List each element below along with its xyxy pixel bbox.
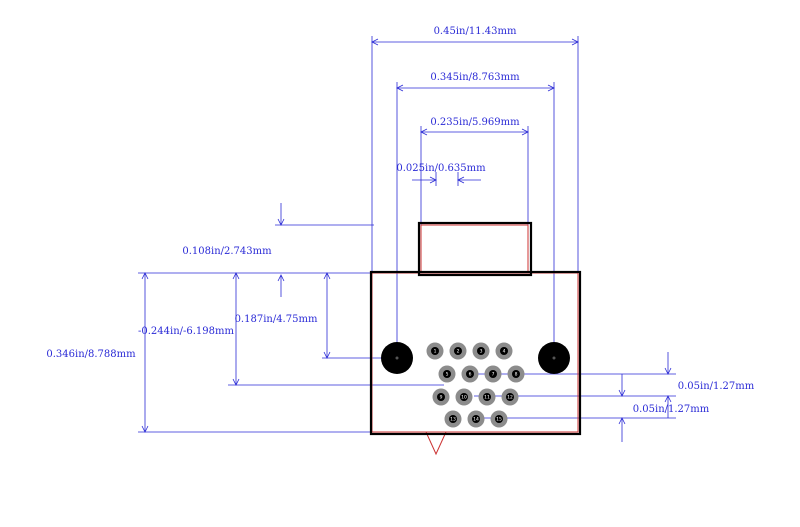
pin-drill-13 [449, 415, 457, 423]
dim-hole-offset-label: -0.244in/-6.198mm [138, 326, 235, 337]
pin-drill-15 [495, 415, 503, 423]
mounting-holes [381, 342, 570, 374]
pin-number-11: 11 [484, 395, 490, 401]
dim-pin-pitch-label: 0.025in/0.635mm [396, 163, 486, 174]
pin-drill-14 [472, 415, 480, 423]
dim-hole-spacing-label: 0.345in/8.763mm [430, 72, 520, 83]
dim-row-offset-label: 0.187in/4.75mm [235, 314, 318, 325]
pin-number-13: 13 [450, 417, 456, 423]
dim-overall-width-label: 0.45in/11.43mm [434, 26, 517, 37]
pin-number-14: 14 [473, 417, 479, 423]
pin-number-7: 7 [492, 372, 495, 378]
pin-drill-7 [489, 370, 497, 378]
pin-number-2: 2 [457, 349, 460, 355]
pin-number-10: 10 [461, 395, 467, 401]
dimension-labels: 0.45in/11.43mm 0.345in/8.763mm 0.235in/5… [46, 26, 754, 415]
pin-number-9: 9 [440, 395, 443, 401]
dim-overall-height-label: 0.346in/8.788mm [46, 349, 136, 360]
dimension-lines [138, 36, 676, 442]
pin-number-4: 4 [503, 349, 506, 355]
pin-drill-3 [477, 347, 485, 355]
dim-tab-width-label: 0.235in/5.969mm [430, 117, 520, 128]
pin-drill-5 [443, 370, 451, 378]
dim-row-pitch-label-2: 0.05in/1.27mm [633, 404, 710, 415]
pin-drill-6 [466, 370, 474, 378]
pin-number-3: 3 [480, 349, 483, 355]
dimension-arrows [141, 38, 672, 433]
pin-drill-10 [460, 393, 468, 401]
body-outline [369, 221, 582, 436]
dim-row-pitch-label-1: 0.05in/1.27mm [678, 381, 755, 392]
pin-number-8: 8 [515, 372, 518, 378]
pin-number-5: 5 [446, 372, 449, 378]
pin-drill-4 [500, 347, 508, 355]
pin-drill-12 [506, 393, 514, 401]
pin-drill-9 [437, 393, 445, 401]
pin-number-12: 12 [507, 395, 513, 401]
pin-drill-2 [454, 347, 462, 355]
pin-drill-1 [431, 347, 439, 355]
pin-number-1: 1 [434, 349, 437, 355]
pin-drill-11 [483, 393, 491, 401]
dim-tab-height-label: 0.108in/2.743mm [182, 246, 272, 257]
pin-drill-8 [512, 370, 520, 378]
pin-number-15: 15 [496, 417, 502, 423]
pin-number-6: 6 [469, 372, 472, 378]
